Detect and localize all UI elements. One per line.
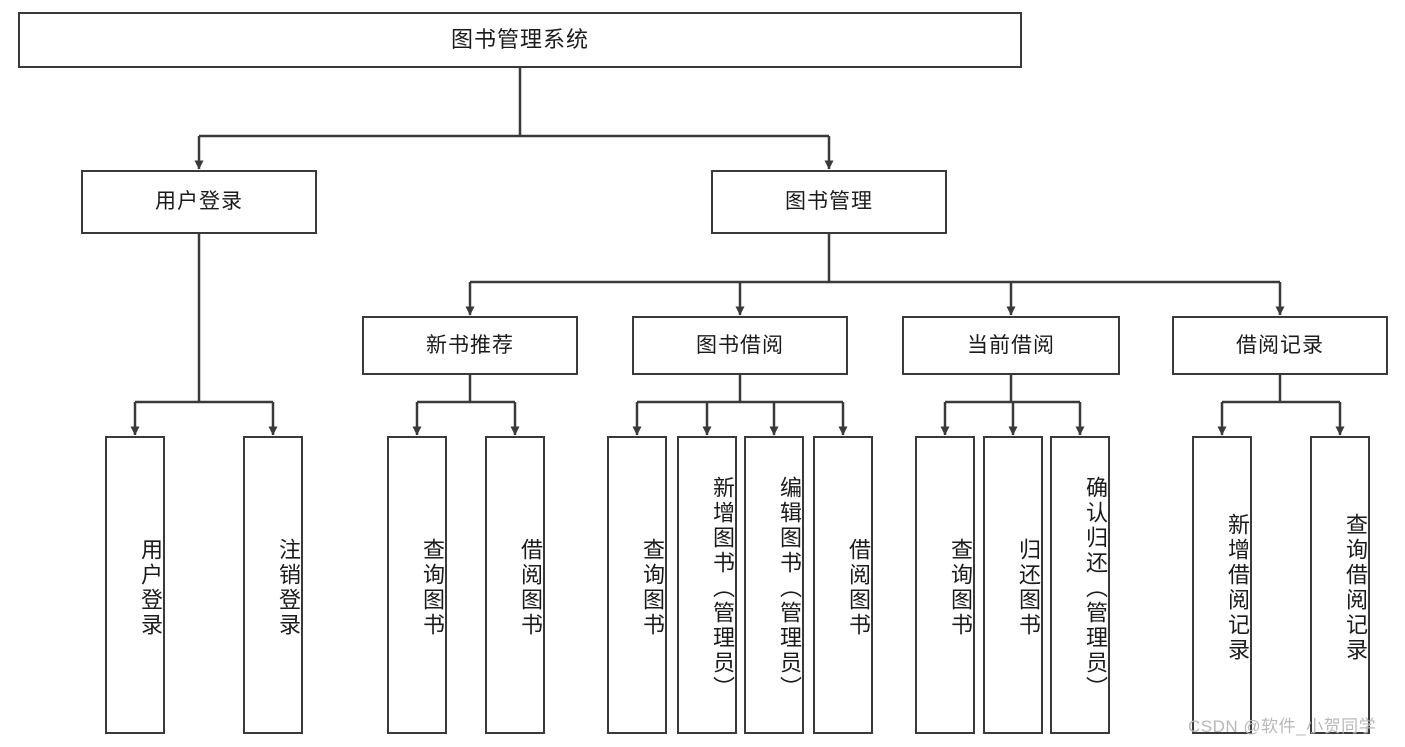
node-root[interactable]: 图书管理系统 xyxy=(18,12,1022,68)
node-label: 注销登录 xyxy=(276,538,301,638)
node-book-manage[interactable]: 图书管理 xyxy=(711,170,947,234)
node-leaf-confirm-return[interactable]: 确认归还（管理员） xyxy=(1050,436,1110,734)
node-label: 新增借阅记录 xyxy=(1225,513,1250,663)
node-label: 新增图书（管理员） xyxy=(710,475,735,701)
watermark-text: CSDN @软件_小贺同学 xyxy=(1188,717,1377,736)
node-label: 归还图书 xyxy=(1016,538,1041,638)
node-user-login[interactable]: 用户登录 xyxy=(81,170,317,234)
node-label: 查询图书 xyxy=(948,538,973,638)
node-leaf-query-book-rec[interactable]: 查询图书 xyxy=(387,436,447,734)
node-label: 借阅图书 xyxy=(846,538,871,638)
node-leaf-return-book[interactable]: 归还图书 xyxy=(983,436,1043,734)
node-label: 确认归还（管理员） xyxy=(1083,475,1108,701)
node-label: 用户登录 xyxy=(138,538,163,638)
node-leaf-borrow-book-rec[interactable]: 借阅图书 xyxy=(485,436,545,734)
node-book-borrow[interactable]: 图书借阅 xyxy=(632,316,848,375)
node-label: 图书管理 xyxy=(785,190,873,214)
node-leaf-query-book-borrow[interactable]: 查询图书 xyxy=(607,436,667,734)
node-label: 新书推荐 xyxy=(426,333,514,357)
node-leaf-user-logout[interactable]: 注销登录 xyxy=(243,436,303,734)
node-current-borrow[interactable]: 当前借阅 xyxy=(902,316,1120,375)
node-label: 用户登录 xyxy=(155,190,243,214)
node-label: 查询借阅记录 xyxy=(1343,513,1368,663)
node-label: 编辑图书（管理员） xyxy=(777,475,802,701)
node-leaf-edit-book[interactable]: 编辑图书（管理员） xyxy=(744,436,804,734)
node-label: 借阅图书 xyxy=(518,538,543,638)
node-leaf-query-book-cur[interactable]: 查询图书 xyxy=(915,436,975,734)
node-leaf-borrow-book[interactable]: 借阅图书 xyxy=(813,436,873,734)
node-leaf-add-book[interactable]: 新增图书（管理员） xyxy=(677,436,737,734)
node-label: 借阅记录 xyxy=(1236,333,1324,357)
node-label: 图书管理系统 xyxy=(450,26,589,52)
node-leaf-add-borrow-record[interactable]: 新增借阅记录 xyxy=(1192,436,1252,734)
node-label: 查询图书 xyxy=(420,538,445,638)
node-leaf-user-login[interactable]: 用户登录 xyxy=(105,436,165,734)
node-label: 当前借阅 xyxy=(967,333,1055,357)
node-leaf-query-borrow-record[interactable]: 查询借阅记录 xyxy=(1310,436,1370,734)
node-label: 查询图书 xyxy=(640,538,665,638)
node-new-book-recommend[interactable]: 新书推荐 xyxy=(362,316,578,375)
node-borrow-record[interactable]: 借阅记录 xyxy=(1172,316,1388,375)
node-label: 图书借阅 xyxy=(696,333,784,357)
